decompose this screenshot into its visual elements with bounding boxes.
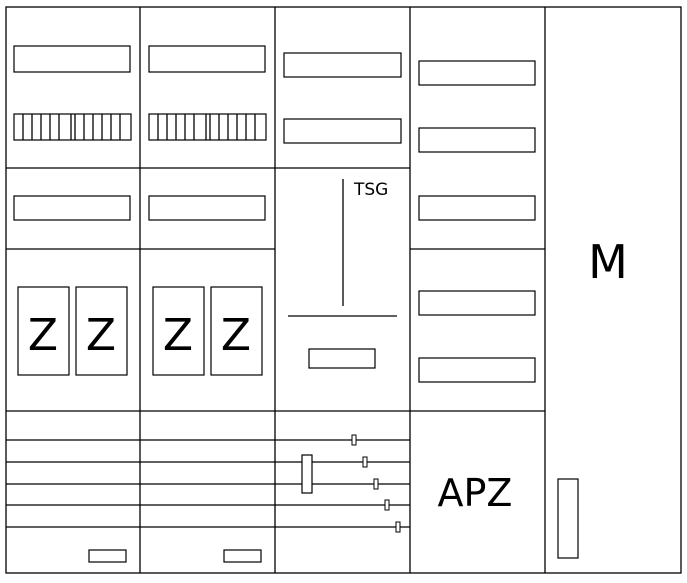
- terminal-block-1: [13, 113, 132, 141]
- bottom-label-col1: [88, 549, 127, 563]
- svg-text:Z: Z: [86, 310, 116, 361]
- breaker-strip-col4-5: [418, 357, 536, 383]
- breaker-strip-col3-mid: [283, 118, 402, 144]
- breaker-strip-col4-1: [418, 60, 536, 86]
- meter-col1-left: Z: [17, 286, 70, 376]
- breaker-strip-col4-2: [418, 127, 536, 153]
- busbar-terminals: [351, 434, 401, 533]
- breaker-strip-col1-row2: [13, 195, 131, 221]
- svg-text:Z: Z: [163, 310, 193, 361]
- breaker-label-strip-1: [13, 45, 131, 73]
- terminal-block-2: [148, 113, 267, 141]
- busbar-lines: [6, 439, 410, 528]
- tsg-label: TSG: [353, 180, 388, 200]
- breaker-strip-col2-row2: [148, 195, 266, 221]
- m-terminal-box: [557, 478, 579, 559]
- breaker-strip-col3-top: [283, 52, 402, 78]
- bottom-label-col2: [223, 549, 262, 563]
- meter-col1-right: Z: [75, 286, 128, 376]
- apz-label: APZ: [438, 471, 513, 515]
- outer-frame: [5, 6, 682, 574]
- breaker-strip-col4-3: [418, 195, 536, 221]
- m-label: M: [588, 235, 628, 289]
- breaker-label-strip-2: [148, 45, 266, 73]
- breaker-strip-col4-4: [418, 290, 536, 316]
- busbar-clamp: [301, 454, 313, 494]
- meter-col2-left: Z: [152, 286, 205, 376]
- meter-col2-right: Z: [210, 286, 263, 376]
- svg-text:Z: Z: [221, 310, 251, 361]
- tsg-small-box: [308, 348, 376, 369]
- svg-text:Z: Z: [28, 310, 58, 361]
